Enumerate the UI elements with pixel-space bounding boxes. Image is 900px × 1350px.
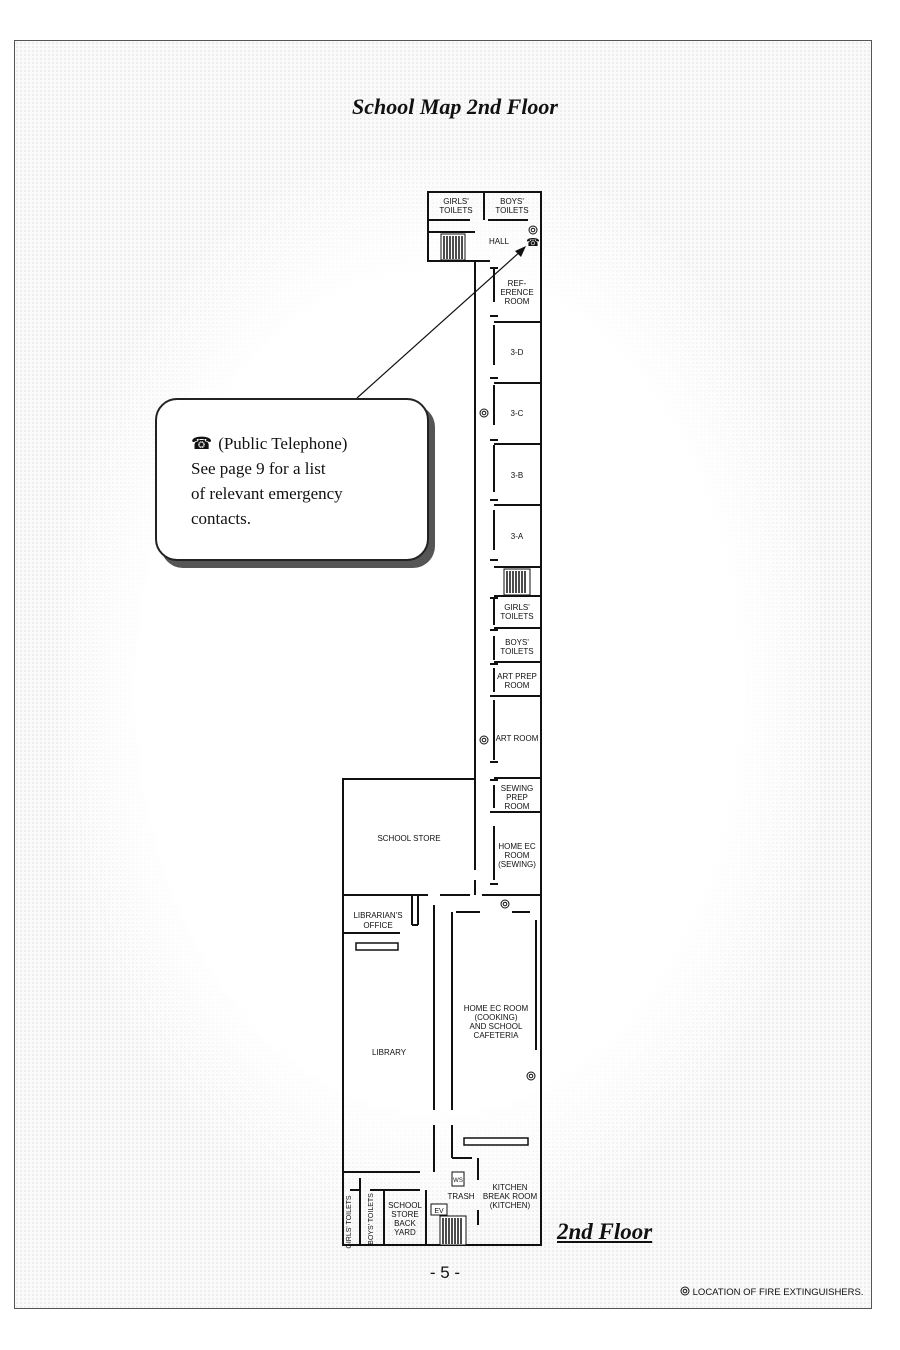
fire-extinguisher-icon — [526, 1071, 536, 1081]
svg-text:STORE: STORE — [391, 1210, 418, 1219]
svg-text:ROOM: ROOM — [505, 851, 530, 860]
room-kitchen-break-room: KITCHEN BREAK ROOM (KITCHEN) — [483, 1183, 538, 1210]
svg-text:AND SCHOOL: AND SCHOOL — [470, 1022, 523, 1031]
page-number: - 5 - — [429, 1263, 461, 1282]
svg-text:ROOM: ROOM — [505, 681, 530, 690]
room-art-prep: ART PREP ROOM — [497, 672, 537, 690]
room-girls-toilets-mid: GIRLS' TOILETS — [500, 603, 533, 621]
room-boys-toilets-bottom: BOYS' TOILETS — [368, 1193, 375, 1245]
svg-text:GIRLS': GIRLS' — [504, 603, 530, 612]
stairs-middle — [503, 568, 531, 596]
room-girls-toilets-top: GIRLS' TOILETS — [439, 197, 472, 215]
svg-text:CAFETERIA: CAFETERIA — [474, 1031, 520, 1040]
svg-text:HOME EC: HOME EC — [498, 842, 536, 851]
fire-extinguisher-icon — [500, 899, 510, 909]
fire-extinguisher-icon — [479, 408, 489, 418]
callout-heading: (Public Telephone) — [218, 434, 348, 453]
room-boys-toilets-top: BOYS' TOILETS — [495, 197, 528, 215]
callout-line-2: of relevant emergency — [191, 484, 343, 503]
room-art: ART ROOM — [496, 734, 539, 743]
room-boys-toilets-mid: BOYS' TOILETS — [500, 638, 533, 656]
svg-text:PREP: PREP — [506, 793, 528, 802]
background-glow — [60, 160, 820, 1220]
callout-line-3: contacts. — [191, 509, 251, 528]
svg-text:(KITCHEN): (KITCHEN) — [490, 1201, 531, 1210]
room-sewing-prep: SEWING PREP ROOM — [501, 784, 533, 811]
callout-leader-line — [356, 249, 523, 399]
room-girls-toilets-bottom: GIRLS' TOILETS — [346, 1195, 353, 1249]
stairs-top — [440, 233, 466, 261]
room-school-store: SCHOOL STORE — [377, 834, 440, 843]
svg-text:ROOM: ROOM — [505, 297, 530, 306]
room-reference: REF- ERENCE ROOM — [500, 279, 533, 306]
room-librarians-office: LIBRARIAN'S OFFICE — [353, 911, 402, 930]
callout-heading-line: ☎ (Public Telephone) — [191, 431, 427, 456]
svg-text:TOILETS: TOILETS — [500, 612, 533, 621]
room-3d: 3-D — [511, 348, 524, 357]
telephone-callout: ☎ (Public Telephone) See page 9 for a lis… — [155, 398, 429, 561]
svg-text:(COOKING): (COOKING) — [474, 1013, 517, 1022]
svg-text:BOYS': BOYS' — [505, 638, 529, 647]
fire-extinguisher-icon — [479, 735, 489, 745]
legend: LOCATION OF FIRE EXTINGUISHERS. — [680, 1286, 863, 1298]
floor-label: 2nd Floor — [557, 1219, 653, 1244]
svg-text:ERENCE: ERENCE — [500, 288, 533, 297]
map-title: School Map 2nd Floor — [352, 94, 558, 119]
fire-extinguisher-icon — [528, 225, 538, 235]
room-school-store-back-yard: SCHOOL STORE BACK YARD — [388, 1201, 422, 1237]
callout-line-1: See page 9 for a list — [191, 459, 326, 478]
svg-text:(SEWING): (SEWING) — [498, 860, 536, 869]
svg-text:REF-: REF- — [508, 279, 527, 288]
svg-text:LIBRARIAN'S: LIBRARIAN'S — [353, 911, 402, 920]
telephone-icon: ☎ — [191, 434, 213, 453]
room-ev: EV — [434, 1208, 444, 1215]
svg-text:BOYS': BOYS' — [500, 197, 524, 206]
room-hall: HALL — [489, 237, 510, 246]
svg-text:OFFICE: OFFICE — [363, 921, 392, 930]
room-3c: 3-C — [511, 409, 524, 418]
svg-text:YARD: YARD — [394, 1228, 416, 1237]
fire-extinguisher-icon — [680, 1286, 690, 1296]
fire-extinguisher-markers — [479, 225, 538, 1081]
svg-text:BREAK ROOM: BREAK ROOM — [483, 1192, 538, 1201]
svg-text:SEWING: SEWING — [501, 784, 533, 793]
room-home-ec-cooking: HOME EC ROOM (COOKING) AND SCHOOL CAFETE… — [464, 1004, 529, 1040]
svg-text:SCHOOL: SCHOOL — [388, 1201, 422, 1210]
room-ws: WS — [453, 1178, 463, 1184]
svg-text:HOME EC ROOM: HOME EC ROOM — [464, 1004, 529, 1013]
callout-arrowhead — [515, 246, 526, 257]
stairs-bottom — [439, 1215, 467, 1246]
svg-text:BACK: BACK — [394, 1219, 416, 1228]
svg-text:ART PREP: ART PREP — [497, 672, 537, 681]
room-3b: 3-B — [511, 471, 523, 480]
svg-text:KITCHEN: KITCHEN — [492, 1183, 527, 1192]
room-trash: TRASH — [447, 1192, 474, 1201]
svg-text:GIRLS': GIRLS' — [443, 197, 469, 206]
legend-text: LOCATION OF FIRE EXTINGUISHERS. — [692, 1287, 864, 1298]
svg-text:ROOM: ROOM — [505, 802, 530, 811]
room-home-ec-sewing: HOME EC ROOM (SEWING) — [498, 842, 536, 869]
room-3a: 3-A — [511, 532, 524, 541]
telephone-icon: ☎ — [526, 237, 540, 249]
svg-text:TOILETS: TOILETS — [495, 206, 528, 215]
room-library: LIBRARY — [372, 1048, 407, 1057]
svg-text:TOILETS: TOILETS — [500, 647, 533, 656]
svg-text:TOILETS: TOILETS — [439, 206, 472, 215]
